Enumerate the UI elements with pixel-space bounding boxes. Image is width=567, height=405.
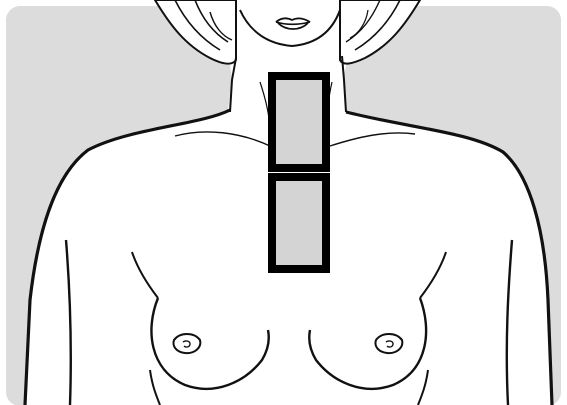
lower-electrode-pad — [272, 177, 326, 269]
nipple-left — [173, 334, 200, 353]
upper-electrode-pad — [272, 76, 326, 168]
nipple-right — [375, 334, 402, 353]
